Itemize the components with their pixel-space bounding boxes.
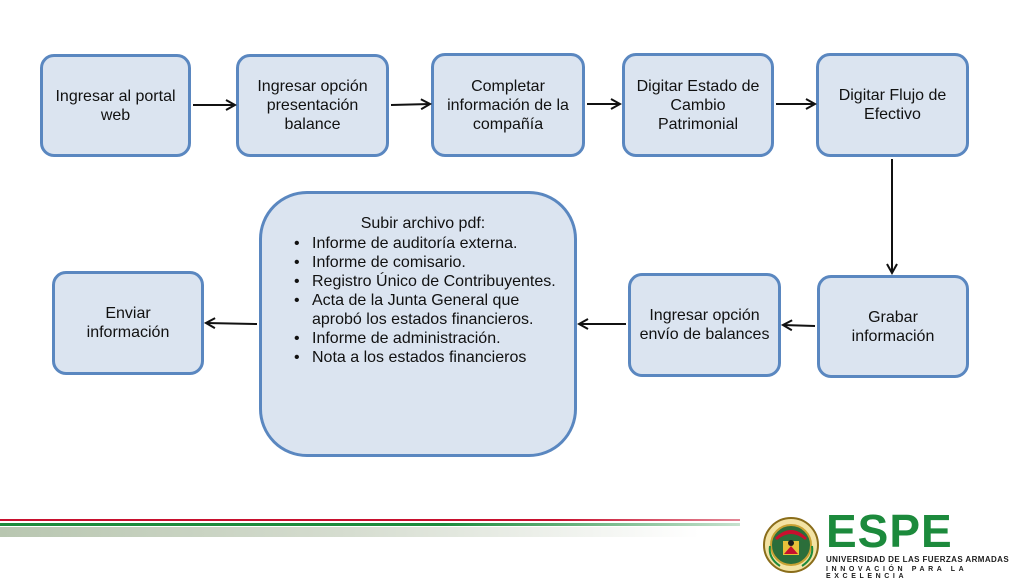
step-subir-archivo-pdf: Subir archivo pdf: Informe de auditoría … bbox=[259, 191, 577, 457]
step-label: Ingresar al portal web bbox=[55, 87, 176, 124]
espe-seal-icon bbox=[763, 517, 819, 573]
step-opcion-presentacion: Ingresar opción presentación balance bbox=[236, 54, 389, 157]
upload-heading: Subir archivo pdf: bbox=[360, 215, 486, 232]
step-ingresar-portal: Ingresar al portal web bbox=[40, 54, 191, 157]
espe-tagline: INNOVACIÓN PARA LA EXCELENCIA bbox=[826, 566, 968, 580]
step-label: Enviar información bbox=[86, 305, 170, 341]
step-label: Completar información de la compañía bbox=[447, 77, 569, 133]
step-estado-cambio-patrimonial: Digitar Estado de Cambio Patrimonial bbox=[622, 53, 774, 157]
arrow-8-to-9 bbox=[206, 323, 258, 324]
upload-item: Acta de la Junta General que aprobó los … bbox=[290, 291, 556, 329]
step-label: Grabar información bbox=[851, 308, 935, 345]
upload-item: Informe de comisario. bbox=[290, 253, 556, 272]
step-grabar-informacion: Grabar información bbox=[817, 275, 969, 378]
step-completar-informacion: Completar información de la compañía bbox=[431, 53, 585, 157]
step-label: Ingresar opción presentación balance bbox=[257, 78, 368, 133]
step-flujo-efectivo: Digitar Flujo de Efectivo bbox=[816, 53, 969, 157]
step-opcion-envio-balances: Ingresar opción envío de balances bbox=[628, 273, 781, 377]
upload-item: Informe de auditoría externa. bbox=[290, 234, 556, 253]
upload-item: Registro Único de Contribuyentes. bbox=[290, 272, 556, 291]
upload-document-list: Informe de auditoría externa. Informe de… bbox=[290, 234, 556, 367]
upload-item: Informe de administración. bbox=[290, 329, 556, 348]
espe-logo-wordmark: ESPE bbox=[826, 505, 953, 557]
upload-item: Nota a los estados financieros bbox=[290, 348, 556, 367]
step-enviar-informacion: Enviar información bbox=[52, 271, 204, 375]
footer-stripes bbox=[0, 519, 740, 537]
step-label: Digitar Estado de Cambio Patrimonial bbox=[636, 77, 760, 133]
espe-university-name: UNIVERSIDAD DE LAS FUERZAS ARMADAS bbox=[826, 555, 1010, 564]
step-label: Ingresar opción envío de balances bbox=[639, 307, 770, 343]
step-label: Digitar Flujo de Efectivo bbox=[838, 87, 947, 123]
arrow-6-to-7 bbox=[783, 325, 816, 326]
arrow-2-to-3 bbox=[390, 104, 430, 105]
